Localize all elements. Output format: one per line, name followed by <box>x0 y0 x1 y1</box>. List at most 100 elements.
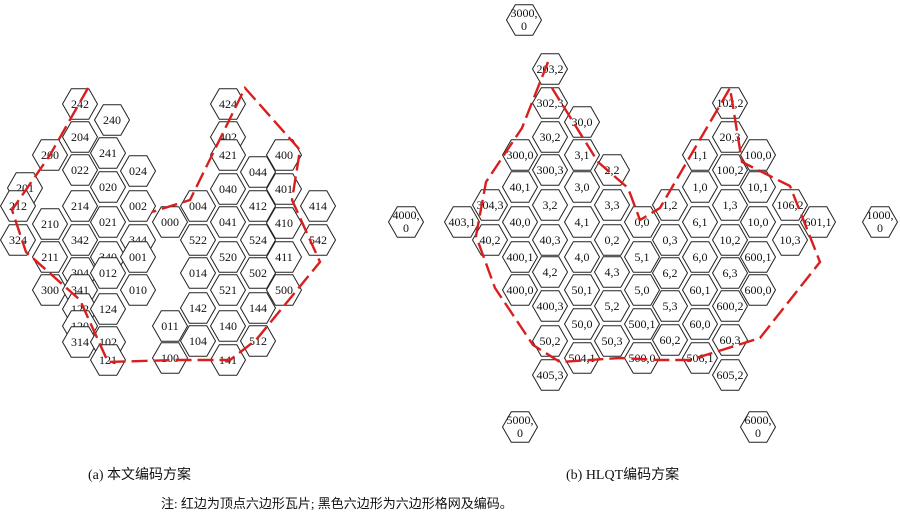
b-hex-code: 605,2 <box>717 368 744 382</box>
b-hex-shape <box>563 171 601 203</box>
b-hex-cell: 50,0 <box>563 308 601 340</box>
b-hex-shape <box>593 189 631 221</box>
b-hex-cell: 0,0 <box>623 206 661 238</box>
b-hex-cell: 4000,0 <box>387 206 425 238</box>
b-hex-shape <box>651 290 689 322</box>
a-hex-cell: 140 <box>209 310 247 342</box>
a-hex-shape <box>179 292 217 324</box>
a-hex-cell: 240 <box>93 104 131 136</box>
b-hex-code: 5,2 <box>605 299 620 313</box>
b-hex-cell: 6,2 <box>651 257 689 289</box>
b-hex-shape <box>531 290 569 322</box>
a-hex-code: 241 <box>99 146 117 160</box>
b-hex-code: 0 <box>755 426 761 440</box>
b-hex-shape <box>623 241 661 273</box>
b-hex-shape <box>711 189 749 221</box>
b-hex-shape <box>651 257 689 289</box>
a-hex-shape <box>209 241 247 273</box>
b-hex-code: 3,3 <box>605 198 620 212</box>
a-hex-cell: 004 <box>179 190 217 222</box>
b-hex-cell: 6,0 <box>681 241 719 273</box>
a-hex-code: 421 <box>219 148 237 162</box>
b-hex-code: 405,3 <box>537 368 564 382</box>
a-hex-code: 502 <box>249 266 267 280</box>
b-hex-shape <box>651 224 689 256</box>
b-hex-shape <box>531 121 569 153</box>
a-hex-cell: 001 <box>119 241 157 273</box>
a-hex-shape <box>209 173 247 205</box>
b-hex-code: 40,3 <box>540 233 561 247</box>
b-hex-code: 300,3 <box>537 163 564 177</box>
b-hex-code: 2,2 <box>605 163 620 177</box>
a-hex-shape <box>61 154 99 186</box>
a-hex-cell: 421 <box>209 139 247 171</box>
b-hex-cell: 40,0 <box>501 206 539 238</box>
a-hex-cell: 012 <box>89 257 127 289</box>
b-hex-code: 5,3 <box>663 299 678 313</box>
b-hex-cell: 1,2 <box>651 189 689 221</box>
b-hex-code: 30,2 <box>540 130 561 144</box>
a-hex-code: 021 <box>99 215 117 229</box>
a-hex-shape <box>239 156 277 188</box>
b-hex-cell: 400,1 <box>501 241 539 273</box>
a-hex-cell: 014 <box>179 257 217 289</box>
b-hex-cell: 1,0 <box>681 171 719 203</box>
b-hex-cell: 600,2 <box>711 290 749 322</box>
b-hex-shape <box>739 139 777 171</box>
b-hex-cell: 10,1 <box>739 171 777 203</box>
a-hex-shape <box>179 190 217 222</box>
b-hex-cell: 300,3 <box>531 154 569 186</box>
b-hex-shape <box>739 411 777 443</box>
a-hex-code: 401 <box>275 182 293 196</box>
a-hex-shape <box>119 241 157 273</box>
b-hex-cell: 400,3 <box>531 290 569 322</box>
b-hex-cell: 5,0 <box>623 274 661 306</box>
a-hex-cell: 424 <box>209 88 247 120</box>
a-hex-shape <box>0 224 37 256</box>
a-hex-cell: 040 <box>209 173 247 205</box>
a-hex-cell: 524 <box>239 224 277 256</box>
a-hex-cell: 024 <box>119 155 157 187</box>
b-hex-cell: 1,1 <box>681 139 719 171</box>
a-hex-cell: 314 <box>61 326 99 358</box>
b-hex-shape <box>861 206 899 238</box>
b-hex-cell: 3,3 <box>593 189 631 221</box>
b-hex-shape <box>593 224 631 256</box>
b-hex-shape <box>711 257 749 289</box>
b-hex-cell: 3,0 <box>563 171 601 203</box>
a-hex-code: 144 <box>249 301 267 315</box>
b-hex-code: 100,2 <box>717 163 744 177</box>
b-hex-code: 3,0 <box>575 180 590 194</box>
b-hex-code: 403,1 <box>449 215 476 229</box>
b-hex-code: 50,2 <box>540 334 561 348</box>
b-hex-cell: 4,2 <box>531 256 569 288</box>
a-hex-shape <box>89 206 127 238</box>
a-hex-shape <box>0 190 37 222</box>
a-hex-code: 522 <box>189 233 207 247</box>
b-hex-code: 106,2 <box>777 198 804 212</box>
a-hex-shape <box>239 257 277 289</box>
b-hex-shape <box>739 171 777 203</box>
a-hex-code: 211 <box>41 250 59 264</box>
a-hex-cell: 204 <box>61 121 99 153</box>
b-hex-shape <box>771 189 809 221</box>
a-hex-shape <box>89 171 127 203</box>
tile-edge-lines <box>10 61 822 364</box>
b-hex-cell: 50,2 <box>531 325 569 357</box>
a-hex-shape <box>209 139 247 171</box>
b-hex-cell: 3,1 <box>563 139 601 171</box>
b-hex-shape <box>623 308 661 340</box>
a-hex-code: 500 <box>275 283 293 297</box>
b-hex-shape <box>711 224 749 256</box>
a-hex-cell: 411 <box>265 241 303 273</box>
a-hex-code: 014 <box>189 266 207 280</box>
b-hex-code: 10,1 <box>748 180 769 194</box>
a-hex-code: 400 <box>275 148 293 162</box>
b-hex-code: 0,3 <box>663 233 678 247</box>
b-hex-code: 400,3 <box>537 299 564 313</box>
a-hex-cell: 121 <box>89 344 127 376</box>
b-hex-code: 60,0 <box>690 317 711 331</box>
b-hex-cell: 605,2 <box>711 359 749 391</box>
